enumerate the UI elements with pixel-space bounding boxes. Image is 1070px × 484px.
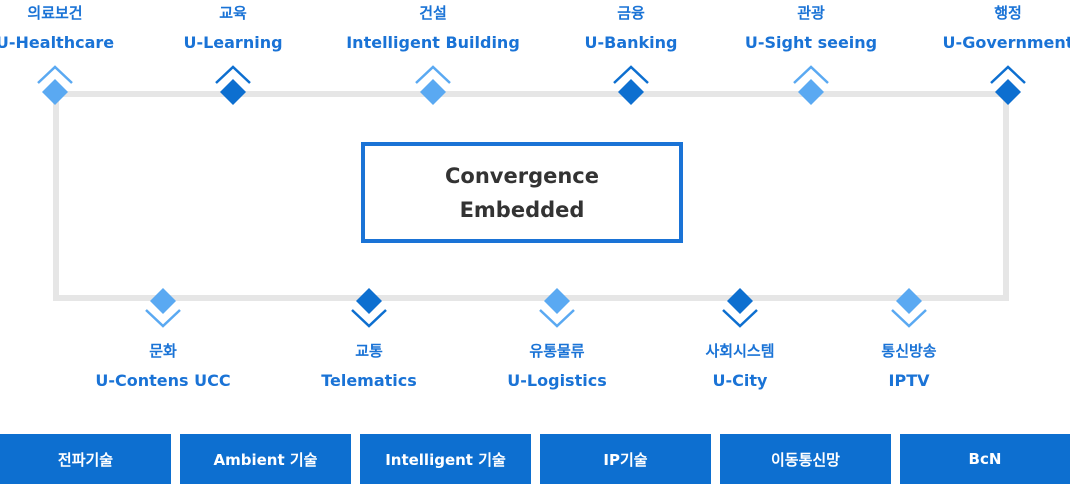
service-english: U-Logistics <box>507 371 607 390</box>
service-korean: 건설 <box>419 4 447 22</box>
service-korean: 관광 <box>797 4 825 22</box>
bottom-service-label: 유통물류 U-Logistics <box>507 344 606 389</box>
bottom-node-marker <box>539 288 575 328</box>
tech-ambient: Ambient 기술 <box>180 434 351 484</box>
top-node-marker <box>415 65 451 105</box>
top-node-marker <box>793 65 829 105</box>
diamond-icon <box>42 79 68 105</box>
chevron-down-icon <box>539 309 575 328</box>
service-english: Telematics <box>321 371 417 390</box>
chevron-down-icon <box>891 309 927 328</box>
bottom-service-label: 교통 Telematics <box>321 344 417 389</box>
diamond-icon <box>896 288 922 314</box>
bottom-node-marker <box>351 288 387 328</box>
top-service-label: 관광 U-Sight seeing <box>745 6 877 51</box>
diamond-icon <box>618 79 644 105</box>
top-node-marker <box>990 65 1026 105</box>
connector-frame <box>53 91 1009 301</box>
diamond-icon <box>220 79 246 105</box>
service-korean: 유통물류 <box>529 342 585 360</box>
service-english: U-City <box>712 371 768 390</box>
top-node-marker <box>613 65 649 105</box>
top-service-label: 건설 Intelligent Building <box>346 6 520 51</box>
chevron-up-icon <box>990 65 1026 84</box>
service-english: U-Learning <box>183 33 283 52</box>
service-english: U-Government <box>942 33 1070 52</box>
top-service-label: 교육 U-Learning <box>183 6 282 51</box>
top-node-marker <box>215 65 251 105</box>
convergence-box: Convergence Embedded <box>361 142 683 243</box>
service-korean: 사회시스템 <box>705 342 775 360</box>
service-korean: 의료보건 <box>27 4 83 22</box>
top-service-label: 의료보건 U-Healthcare <box>0 6 114 51</box>
service-english: Intelligent Building <box>346 33 520 52</box>
chevron-up-icon <box>793 65 829 84</box>
tech-radio: 전파기술 <box>0 434 171 484</box>
bottom-node-marker <box>722 288 758 328</box>
tech-mobile-network: 이동통신망 <box>720 434 891 484</box>
service-korean: 문화 <box>149 342 177 360</box>
service-korean: 통신방송 <box>881 342 937 360</box>
bottom-node-marker <box>145 288 181 328</box>
top-node-marker <box>37 65 73 105</box>
center-line-1: Convergence <box>445 163 599 188</box>
chevron-down-icon <box>351 309 387 328</box>
service-korean: 교통 <box>355 342 383 360</box>
bottom-service-label: 통신방송 IPTV <box>881 344 936 389</box>
service-english: U-Contens UCC <box>95 371 231 390</box>
center-line-2: Embedded <box>459 197 585 222</box>
service-korean: 교육 <box>219 4 247 22</box>
chevron-up-icon <box>613 65 649 84</box>
diamond-icon <box>727 288 753 314</box>
service-korean: 행정 <box>994 4 1022 22</box>
chevron-up-icon <box>415 65 451 84</box>
chevron-up-icon <box>37 65 73 84</box>
top-service-label: 금융 U-Banking <box>585 6 678 51</box>
service-english: U-Sight seeing <box>744 33 878 52</box>
bottom-service-label: 문화 U-Contens UCC <box>95 344 230 389</box>
chevron-up-icon <box>215 65 251 84</box>
tech-bcn: BcN <box>900 434 1070 484</box>
chevron-down-icon <box>722 309 758 328</box>
diamond-icon <box>798 79 824 105</box>
chevron-down-icon <box>145 309 181 328</box>
tech-ip: IP기술 <box>540 434 711 484</box>
tech-intelligent: Intelligent 기술 <box>360 434 531 484</box>
diamond-icon <box>420 79 446 105</box>
diamond-icon <box>995 79 1021 105</box>
service-english: U-Banking <box>584 33 678 52</box>
diamond-icon <box>150 288 176 314</box>
bottom-service-label: 사회시스템 U-City <box>705 344 774 389</box>
diamond-icon <box>356 288 382 314</box>
top-service-label: 행정 U-Government <box>943 6 1070 51</box>
diamond-icon <box>544 288 570 314</box>
service-english: IPTV <box>888 371 930 390</box>
service-korean: 금융 <box>617 4 645 22</box>
bottom-node-marker <box>891 288 927 328</box>
service-english: U-Healthcare <box>0 33 115 52</box>
